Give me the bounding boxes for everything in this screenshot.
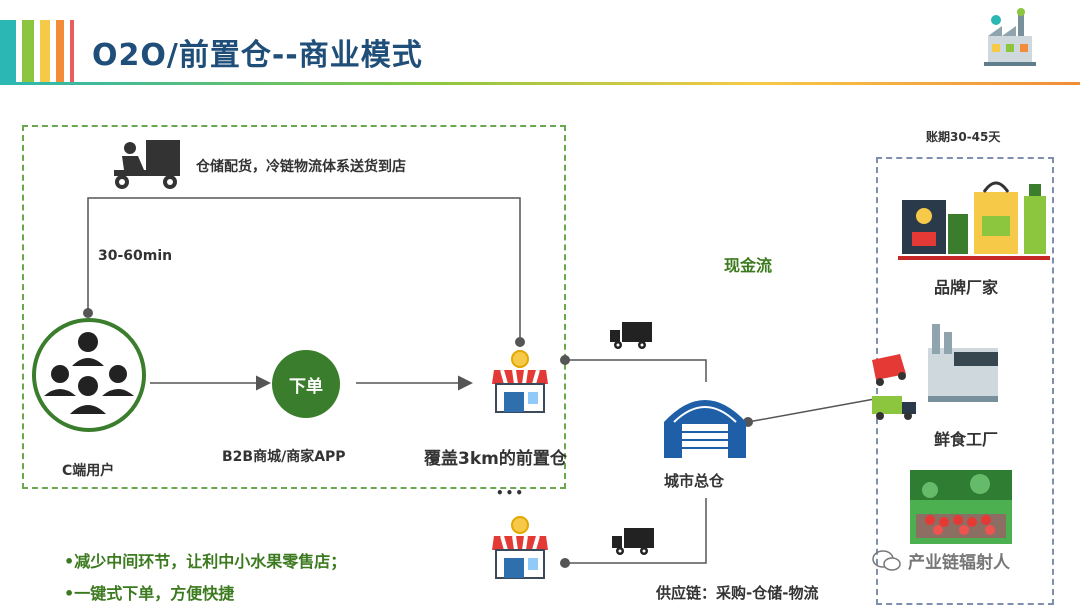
header-underline xyxy=(0,82,1080,85)
fresh-factory-label: 鲜食工厂 xyxy=(934,430,999,449)
bullet-1: •减少中间环节，让利中小水果零售店； xyxy=(64,552,347,571)
connector-dot xyxy=(743,417,753,427)
o2o-flow-box xyxy=(22,125,566,489)
wechat-icon xyxy=(872,549,901,571)
header-stripe-3 xyxy=(40,20,50,82)
watermark-text: 产业链辐射人 xyxy=(908,553,1010,573)
header-stripe-2 xyxy=(22,20,34,82)
watermark: 产业链辐射人 xyxy=(872,548,1010,573)
c-user-label: C端用户 xyxy=(62,463,115,479)
bullet-2: •一键式下单，方便快捷 xyxy=(64,584,235,603)
retail-shop-icon xyxy=(492,516,548,579)
truck-icon xyxy=(612,528,654,555)
supply-chain-label: 供应链：采购-仓储-物流 xyxy=(656,584,819,602)
b2b-label: B2B商城/商家APP xyxy=(222,449,346,465)
delivery-scooter-icon xyxy=(114,140,180,189)
city-warehouse-label: 城市总仓 xyxy=(664,472,725,490)
front-warehouse-shop-icon xyxy=(492,350,548,413)
header-stripe-1 xyxy=(0,20,16,82)
header-stripe-4 xyxy=(56,20,64,82)
brand-products-icon xyxy=(898,181,1050,260)
connector-dot xyxy=(83,308,93,318)
fresh-factory-icon xyxy=(872,324,998,420)
brand-label: 品牌厂家 xyxy=(934,278,999,297)
users-group-icon xyxy=(44,332,134,414)
factory-logo-icon xyxy=(984,8,1036,66)
truck-icon xyxy=(610,322,652,349)
fruit-field-photo xyxy=(910,470,1012,544)
cash-flow-label: 现金流 xyxy=(724,256,773,275)
header-stripe-5 xyxy=(70,20,74,82)
connector-dot xyxy=(560,558,570,568)
city-warehouse-icon xyxy=(664,400,746,458)
front-warehouse-label: 覆盖3km的前置仓 xyxy=(424,449,567,469)
c-user-circle xyxy=(32,318,146,432)
logistics-label: 仓储配货，冷链物流体系送货到店 xyxy=(196,159,406,175)
payment-period-label: 账期30-45天 xyxy=(926,130,1001,144)
page-title: O2O/前置仓--商业模式 xyxy=(92,38,423,73)
connector-dot xyxy=(560,355,570,365)
connector-dot xyxy=(515,337,525,347)
order-node: 下单 xyxy=(272,350,340,418)
time-label: 30-60min xyxy=(98,248,173,264)
more-shops-dots: ••• xyxy=(496,486,526,500)
